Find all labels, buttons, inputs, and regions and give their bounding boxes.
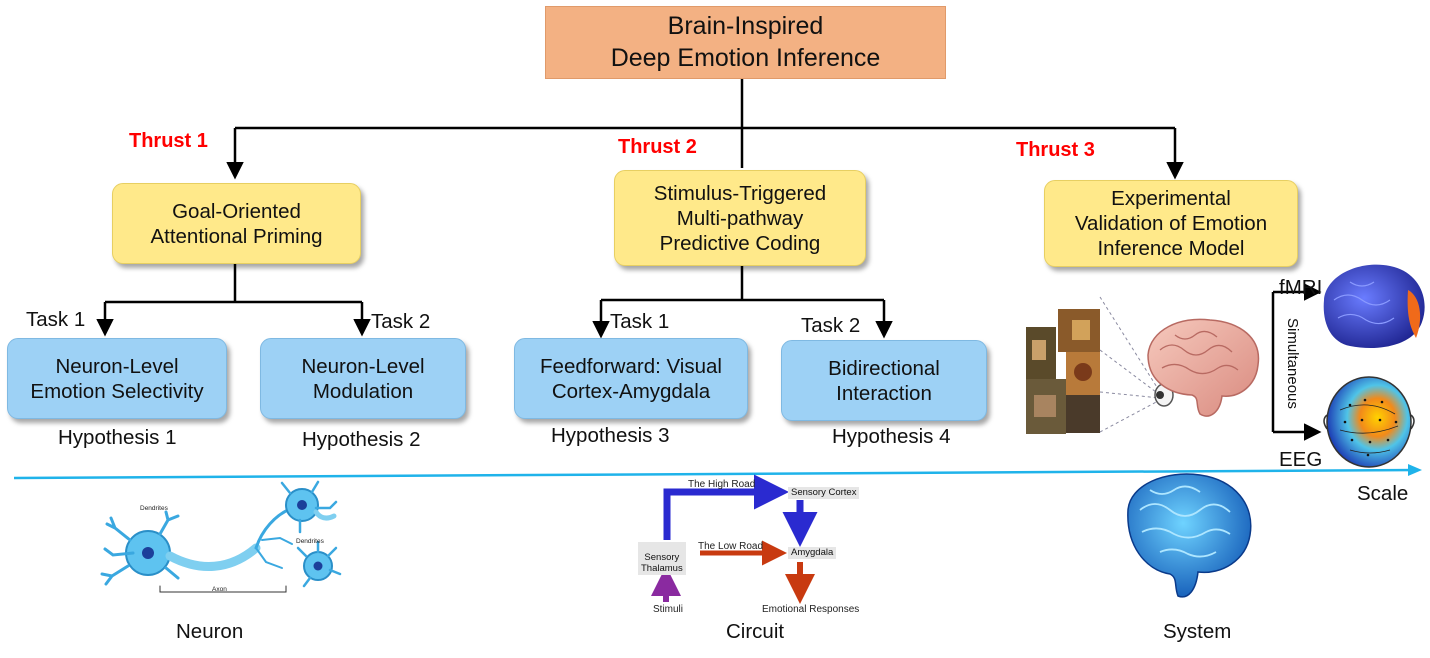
root-node: Brain-Inspired Deep Emotion Inference: [545, 6, 946, 79]
root-title: Brain-Inspired Deep Emotion Inference: [610, 12, 881, 72]
hypothesis-1-label: Hypothesis 1: [58, 426, 177, 449]
scale-level-system: System: [1163, 620, 1232, 643]
thrust-1-box: Goal-Oriented Attentional Priming: [112, 183, 361, 264]
sensory-cortex-node: Sensory Cortex: [788, 487, 860, 500]
sensory-thalamus-label: Sensory Thalamus: [641, 552, 683, 574]
simultaneous-label: Simultaneous: [1284, 318, 1301, 409]
task-1-title: Neuron-Level Emotion Selectivity: [30, 354, 204, 403]
fmri-brain-icon: [1323, 264, 1425, 349]
thrust-2-title: Stimulus-Triggered Multi-pathway Predict…: [653, 181, 827, 255]
hypothesis-3-label: Hypothesis 3: [551, 424, 670, 447]
eeg-topomap-icon: [1323, 376, 1415, 468]
scale-axis: [13, 468, 1419, 480]
thrust-3-box: Experimental Validation of Emotion Infer…: [1044, 180, 1298, 267]
low-road-label: The Low Road: [698, 541, 764, 552]
task-3-title: Feedforward: Visual Cortex-Amygdala: [540, 354, 722, 403]
fmri-label: fMRI: [1279, 276, 1323, 299]
human-brain-illustration: [1147, 318, 1260, 417]
hypothesis-2-label: Hypothesis 2: [302, 428, 421, 451]
stimulus-images: [1026, 309, 1100, 434]
high-road-label: The High Road: [688, 479, 756, 490]
system-brain-icon: [1127, 473, 1252, 598]
task-2-title: Neuron-Level Modulation: [301, 354, 425, 403]
task-3-label: Task 1: [610, 310, 670, 333]
amygdala-label: Amygdala: [791, 547, 834, 558]
thrust-2-box: Stimulus-Triggered Multi-pathway Predict…: [614, 170, 866, 266]
eeg-label: EEG: [1279, 448, 1323, 471]
sensory-cortex-label: Sensory Cortex: [791, 487, 857, 498]
neuron-dendrites-label-1: Dendrites: [140, 505, 168, 512]
scale-label: Scale: [1357, 482, 1409, 505]
tree-connectors: [96, 79, 1322, 441]
hypothesis-4-label: Hypothesis 4: [832, 425, 951, 448]
circuit-diagram: [651, 474, 818, 604]
task-2-box: Neuron-Level Modulation: [260, 338, 466, 419]
emotional-responses-label: Emotional Responses: [762, 604, 860, 615]
task-3-box: Feedforward: Visual Cortex-Amygdala: [514, 338, 748, 419]
task-1-label: Task 1: [26, 308, 86, 331]
amygdala-node: Amygdala: [788, 547, 837, 560]
scale-level-circuit: Circuit: [726, 620, 785, 643]
thrust-1-title: Goal-Oriented Attentional Priming: [150, 199, 323, 248]
thrust-1-tag: Thrust 1: [129, 130, 208, 152]
thrust-2-tag: Thrust 2: [618, 136, 697, 158]
neuron-illustration: [100, 480, 342, 593]
task-4-label: Task 2: [801, 314, 861, 337]
gaze-lines: [1099, 296, 1161, 433]
task-2-label: Task 2: [371, 310, 431, 333]
sensory-thalamus-node: Sensory Thalamus: [638, 542, 686, 576]
scale-level-neuron: Neuron: [176, 620, 244, 643]
neuron-dendrites-label-2: Dendrites: [296, 538, 324, 545]
task-4-box: Bidirectional Interaction: [781, 340, 987, 421]
scale-axis-arrowhead: [1408, 464, 1422, 476]
thrust-3-title: Experimental Validation of Emotion Infer…: [1074, 187, 1268, 260]
stimuli-label: Stimuli: [653, 604, 684, 615]
neuron-axon-label: Axon: [212, 586, 227, 593]
task-1-box: Neuron-Level Emotion Selectivity: [7, 338, 227, 419]
thrust-3-tag: Thrust 3: [1016, 139, 1095, 161]
task-4-title: Bidirectional Interaction: [828, 356, 940, 405]
